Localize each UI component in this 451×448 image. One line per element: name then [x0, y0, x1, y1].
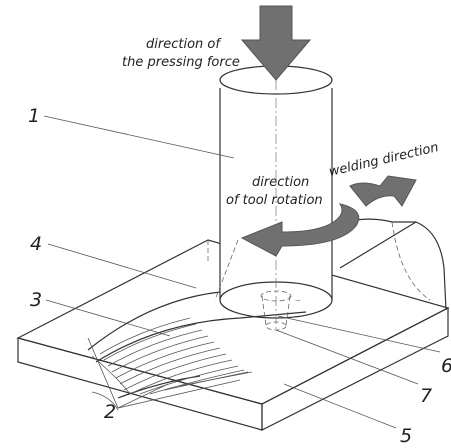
- label-1: 1: [28, 105, 40, 127]
- label-5: 5: [400, 425, 412, 447]
- tool-rotation-arrow: [240, 203, 360, 257]
- weld-ripples: [99, 317, 253, 395]
- label-4: 4: [30, 233, 42, 255]
- label-3: 3: [30, 289, 42, 311]
- welding-direction-arrow: [349, 175, 417, 207]
- caption-tool-rotation-line1: direction: [252, 175, 309, 190]
- label-2: 2: [104, 401, 116, 423]
- caption-pressing-force-line1: direction of: [146, 37, 222, 52]
- tool-cylinder: [214, 62, 333, 330]
- caption-pressing-force-line2: the pressing force: [122, 55, 240, 70]
- label-7: 7: [420, 385, 432, 407]
- caption-welding-direction: welding direction: [328, 140, 441, 180]
- pressing-force-arrow: [240, 5, 312, 81]
- weld-seam: [87, 291, 307, 411]
- leader-lines: [43, 115, 441, 429]
- caption-tool-rotation-line2: of tool rotation: [226, 193, 323, 208]
- label-6: 6: [441, 355, 451, 377]
